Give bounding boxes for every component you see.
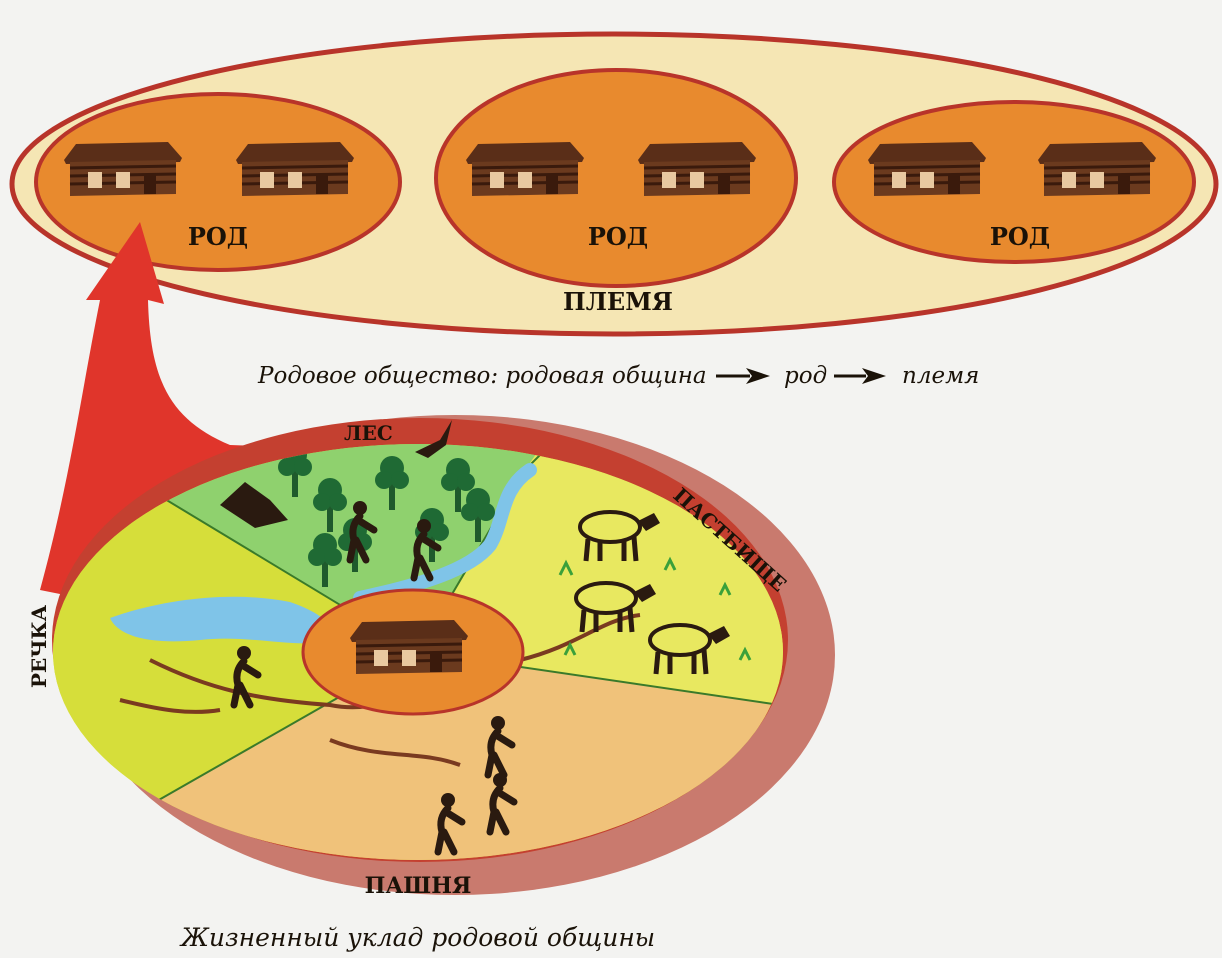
river-zone bbox=[53, 444, 418, 860]
hut-icon bbox=[62, 140, 184, 198]
clan-label: РОД bbox=[990, 222, 1050, 251]
society-caption: Родовое общество: родовая община род пле… bbox=[257, 363, 979, 389]
hut-icon bbox=[234, 140, 356, 198]
river-label: РЕЧКА bbox=[27, 604, 51, 688]
bird-icon bbox=[415, 420, 452, 458]
hut-icon bbox=[1036, 140, 1158, 198]
hut-icon bbox=[348, 618, 470, 676]
hut-icon bbox=[636, 140, 758, 198]
hunter-figure bbox=[220, 482, 438, 578]
clan-ellipse-2: РОД bbox=[434, 68, 798, 288]
clan-label: РОД bbox=[188, 222, 248, 251]
clan-label: РОД bbox=[588, 222, 648, 251]
hut-icon bbox=[866, 140, 988, 198]
arrow-icon bbox=[716, 368, 770, 384]
arrow-icon bbox=[834, 368, 886, 384]
clan-ellipse-3: РОД bbox=[832, 100, 1196, 264]
forest-label: ЛЕС bbox=[344, 421, 393, 445]
clan-ellipse-1: РОД bbox=[34, 92, 402, 272]
caption-part-tribe: племя bbox=[902, 363, 979, 389]
settlement-ellipse bbox=[301, 588, 525, 716]
tribe-label: ПЛЕМЯ bbox=[563, 287, 673, 316]
community-caption: Жизненный уклад родовой общины bbox=[179, 923, 655, 952]
field-label: ПАШНЯ bbox=[365, 873, 472, 899]
river bbox=[110, 596, 333, 644]
caption-part-community: Родовое общество: родовая община bbox=[257, 363, 707, 389]
caption-part-clan: род bbox=[784, 363, 827, 389]
hut-icon bbox=[464, 140, 586, 198]
